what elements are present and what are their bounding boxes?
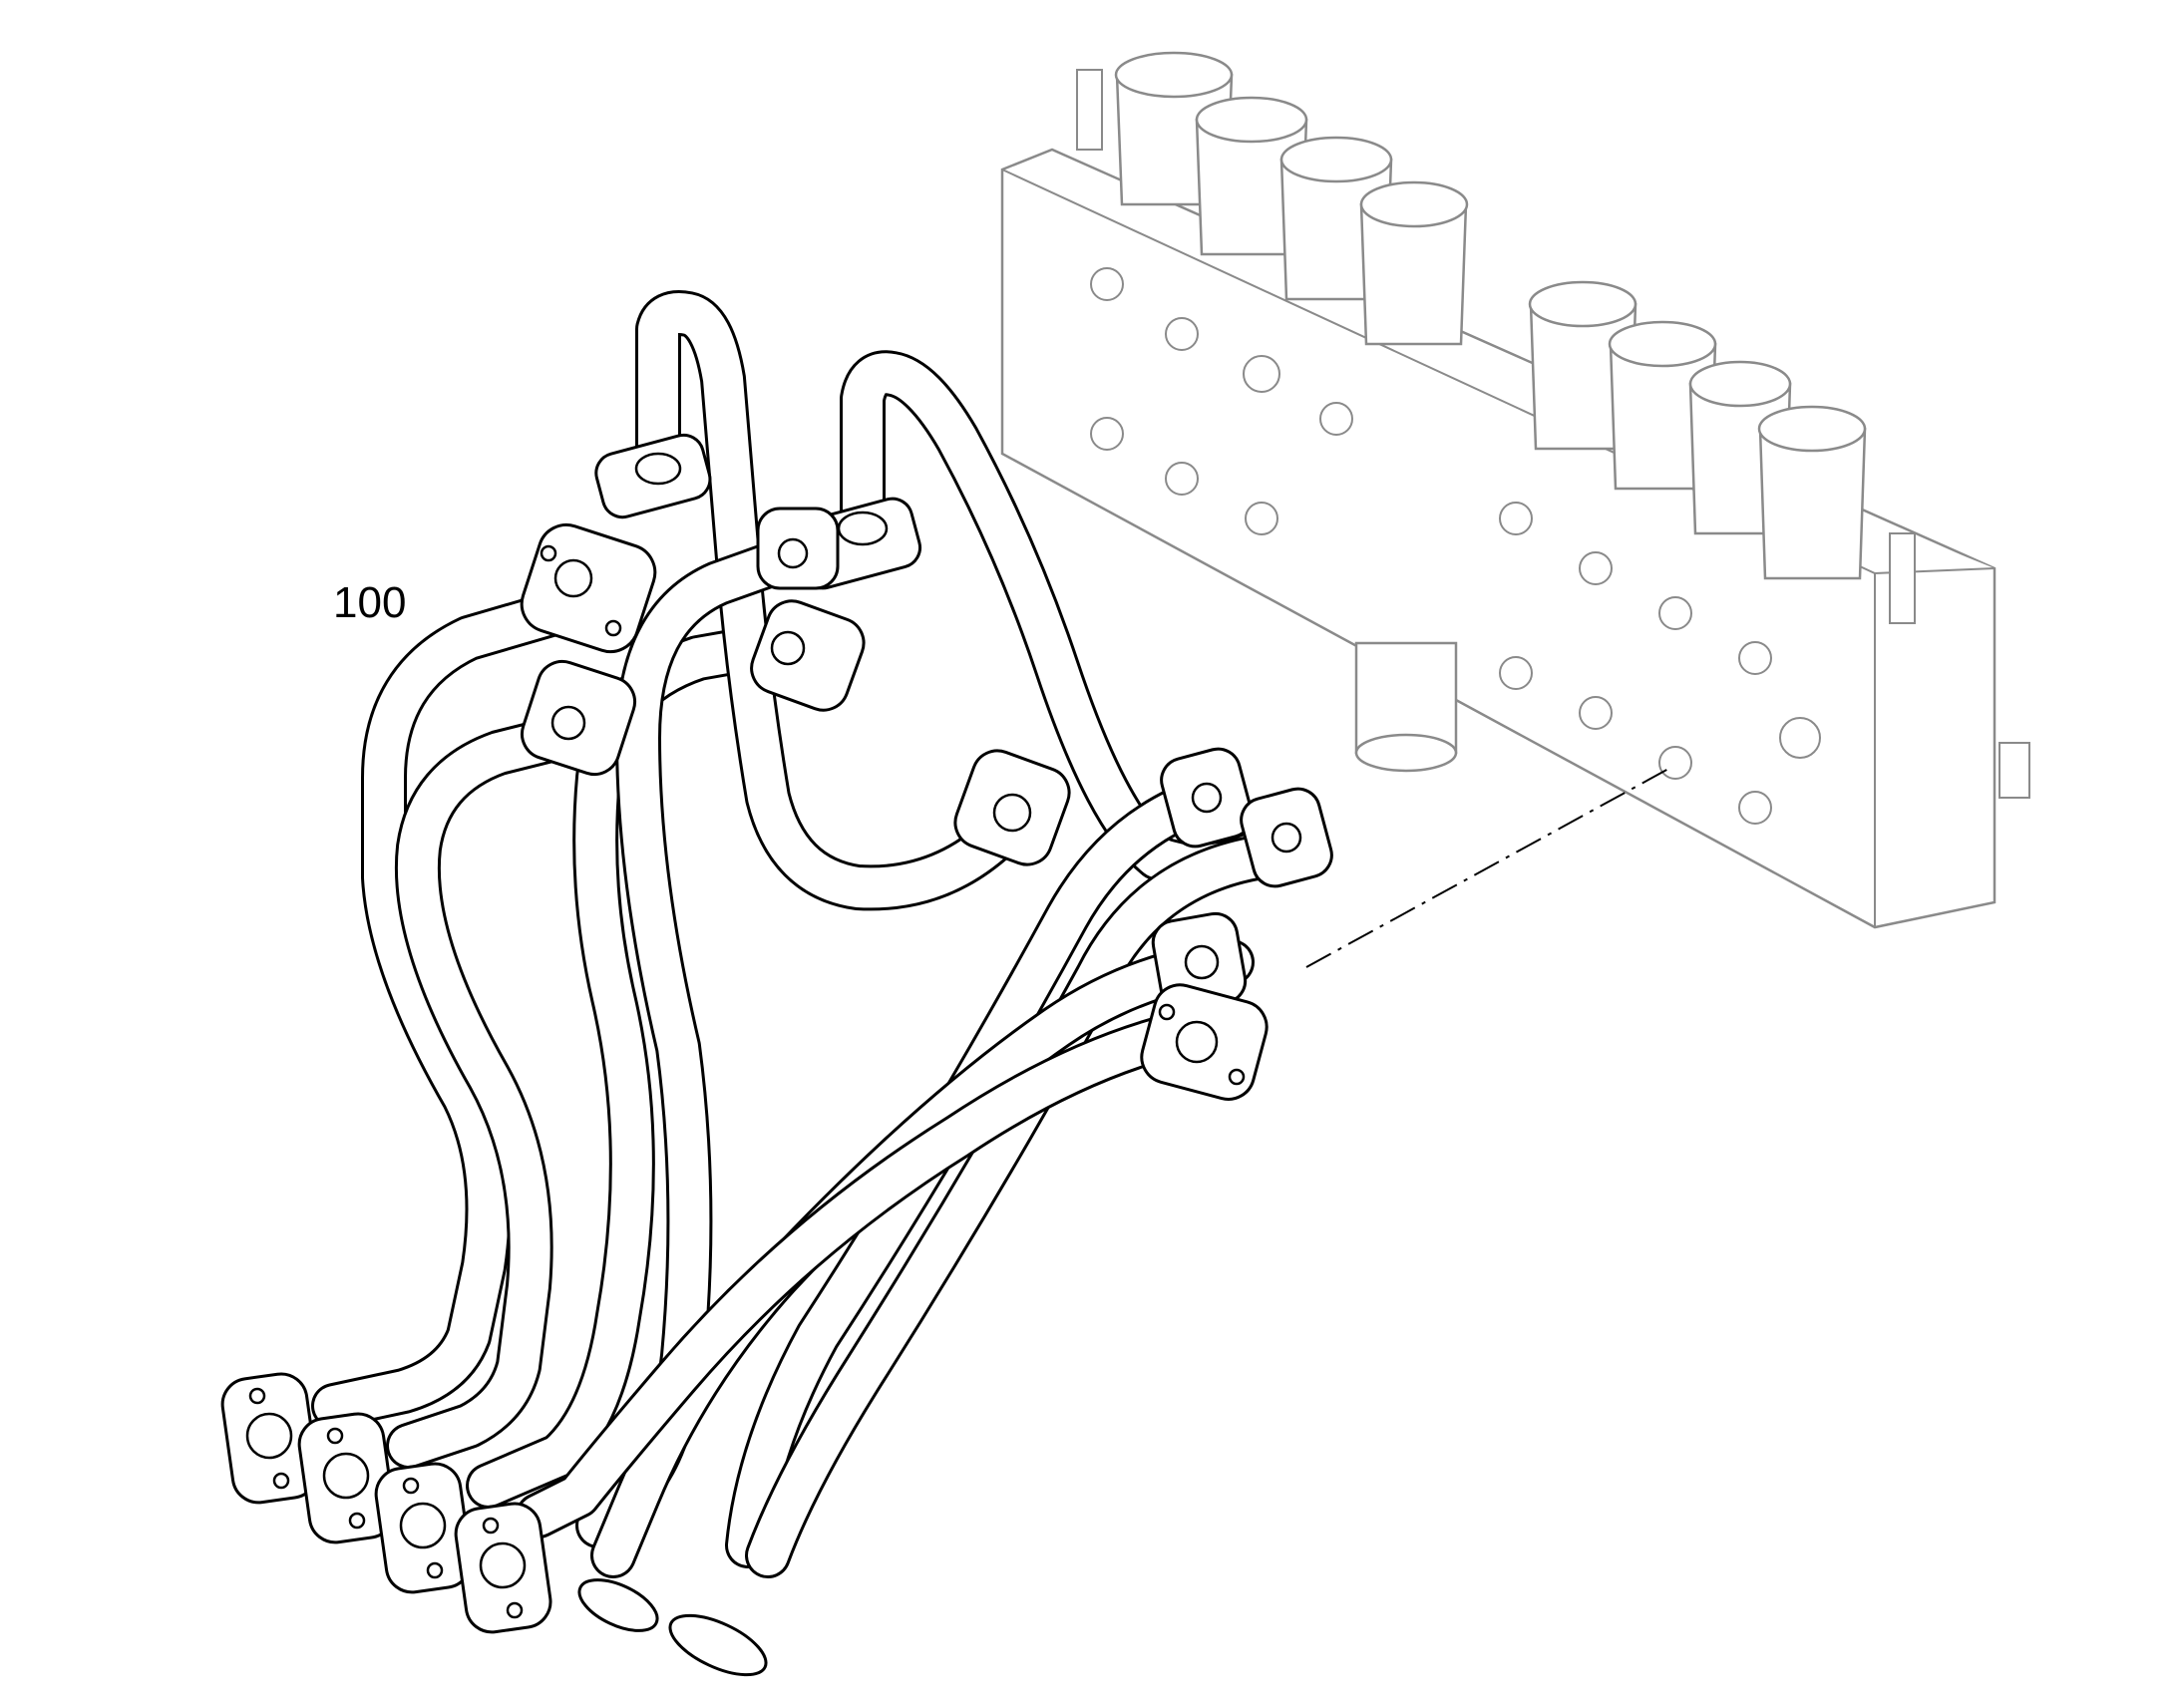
block-ports [1090,267,1821,825]
pipe-end-cap-1 [577,1578,659,1632]
assembly-leader-line [1305,767,1671,968]
flange-bottom-1 [220,1372,319,1505]
flange-right-3 [1240,787,1333,888]
callout-label-100: 100 [333,578,407,627]
flange-bottom-4 [454,1502,552,1634]
flange-middle-2 [756,507,840,590]
pipe-flanges [220,433,1333,1677]
flange-middle-1 [750,599,866,712]
flange-right-1 [953,749,1071,866]
flange-right-5 [1140,983,1269,1101]
pipe-bundle [311,290,1324,1578]
pipe-end-cap-2 [668,1613,768,1677]
solenoid-coils [1076,51,1916,624]
flange-clamp-top-1 [594,433,712,519]
flange-top-left [520,522,657,654]
flange-bottom-2 [297,1412,396,1544]
control-valve-block [1000,51,2030,929]
flange-bottom-3 [374,1462,473,1594]
flange-right-2 [1160,747,1254,849]
flange-upper-left-2 [520,659,637,777]
